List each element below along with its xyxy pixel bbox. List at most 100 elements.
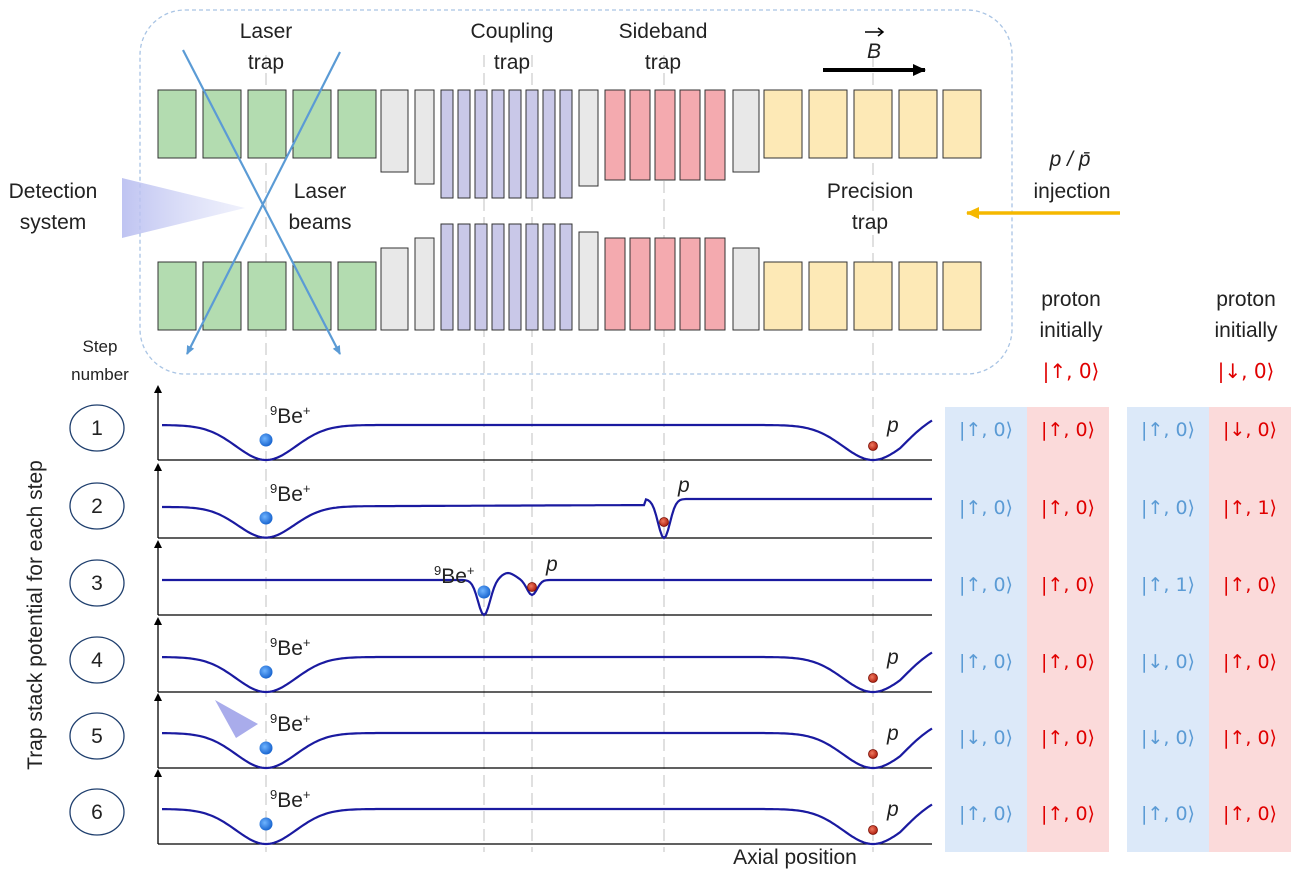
be-label-2: 9Be+: [270, 481, 311, 506]
proton-label-2: p: [677, 474, 690, 497]
precision-trap-label-1: Precision: [827, 180, 913, 203]
state-bg-red-1: [1027, 407, 1109, 852]
state-3-3: |↑, 1⟩: [1141, 574, 1195, 596]
electrode-bottom-17: [629, 237, 651, 331]
col2-header-1: proton: [1216, 288, 1276, 311]
step-number-4: 4: [91, 649, 103, 672]
electrode-top-13: [542, 89, 556, 199]
state-5-3: |↓, 0⟩: [1141, 727, 1195, 749]
electrode-top-18: [654, 89, 676, 181]
potential-curve-3: [162, 571, 932, 617]
laser-beam-1: [182, 49, 341, 355]
col1-initial-state: |↑, 0⟩: [1043, 359, 1100, 383]
electrode-bottom-15: [578, 231, 599, 331]
state-6-2: |↑, 0⟩: [1041, 803, 1095, 825]
proton-label-5: p: [886, 722, 899, 745]
electrode-top-14: [559, 89, 573, 199]
electrode-bottom-20: [704, 237, 726, 331]
electrode-top-3: [292, 89, 332, 159]
state-bg-red-2: [1209, 407, 1291, 852]
state-2-2: |↑, 0⟩: [1041, 497, 1095, 519]
proton-1: [868, 441, 878, 451]
proton-5: [868, 749, 878, 759]
col1-header-1: proton: [1041, 288, 1101, 311]
detection-cone: [122, 178, 245, 238]
electrode-bottom-18: [654, 237, 676, 331]
electrode-bottom-6: [414, 237, 435, 331]
step-circle-2: [69, 482, 125, 530]
detection-label-2: system: [20, 211, 87, 234]
electrode-top-10: [491, 89, 505, 199]
be-ion-3: [477, 585, 491, 599]
state-4-1: |↑, 0⟩: [959, 651, 1013, 673]
step-number-label-1: Step: [83, 337, 118, 356]
electrode-top-9: [474, 89, 488, 199]
state-bg-blue-1: [945, 407, 1027, 852]
col1-header-2: initially: [1039, 319, 1103, 342]
state-bg-blue-2: [1127, 407, 1209, 852]
electrode-top-0: [157, 89, 197, 159]
electrode-bottom-2: [247, 261, 287, 331]
electrode-top-15: [578, 89, 599, 187]
coupling-trap-label-1: Coupling: [471, 20, 554, 43]
state-5-2: |↑, 0⟩: [1041, 727, 1095, 749]
electrode-top-25: [898, 89, 938, 159]
electrode-bottom-13: [542, 223, 556, 331]
be-label-3: 9Be+: [434, 563, 475, 588]
detection-cone-small: [215, 700, 258, 738]
electrode-bottom-25: [898, 261, 938, 331]
electrode-top-21: [732, 89, 760, 173]
electrode-bottom-0: [157, 261, 197, 331]
laser-beams-label-1: Laser: [294, 180, 347, 203]
state-5-4: |↑, 0⟩: [1223, 727, 1277, 749]
state-6-1: |↑, 0⟩: [959, 803, 1013, 825]
proton-3: [527, 582, 537, 592]
electrode-top-11: [508, 89, 522, 199]
laser-beams-lines: [182, 49, 341, 355]
precision-trap-label-2: trap: [852, 211, 888, 234]
state-5-1: |↓, 0⟩: [959, 727, 1013, 749]
be-label-6: 9Be+: [270, 787, 311, 812]
detection-label-1: Detection: [9, 180, 98, 203]
electrode-bottom-8: [457, 223, 471, 331]
be-label-5: 9Be+: [270, 711, 311, 736]
electrode-top-19: [679, 89, 701, 181]
electrode-bottom-24: [853, 261, 893, 331]
step-circle-1: [69, 404, 125, 452]
electrode-top-16: [604, 89, 626, 181]
electrode-top-6: [414, 89, 435, 185]
proton-2: [659, 517, 669, 527]
electrode-bottom-10: [491, 223, 505, 331]
potential-curve-2: [162, 497, 932, 540]
b-field-label: B: [867, 40, 881, 63]
potential-curve-4: [162, 651, 933, 694]
potential-curve-1: [162, 419, 933, 462]
state-4-2: |↑, 0⟩: [1041, 651, 1095, 673]
step-circle-3: [69, 559, 125, 607]
state-2-1: |↑, 0⟩: [959, 497, 1013, 519]
state-4-3: |↓, 0⟩: [1141, 651, 1195, 673]
electrode-bottom-5: [380, 247, 409, 331]
electrode-stack: [157, 89, 982, 331]
electrode-top-23: [808, 89, 848, 159]
proton-label-4: p: [886, 646, 899, 669]
electrode-bottom-9: [474, 223, 488, 331]
x-axis-label: Axial position: [733, 846, 857, 869]
step-circle-4: [69, 636, 125, 684]
electrode-top-5: [380, 89, 409, 173]
electrode-top-12: [525, 89, 539, 199]
state-1-3: |↑, 0⟩: [1141, 419, 1195, 441]
state-6-3: |↑, 0⟩: [1141, 803, 1195, 825]
be-ion-6: [259, 817, 273, 831]
step-number-5: 5: [91, 725, 103, 748]
state-1-2: |↑, 0⟩: [1041, 419, 1095, 441]
laser-trap-label-2: trap: [248, 51, 284, 74]
electrode-bottom-26: [942, 261, 982, 331]
y-axis-label: Trap stack potential for each step: [24, 460, 47, 770]
col2-header-2: initially: [1214, 319, 1278, 342]
